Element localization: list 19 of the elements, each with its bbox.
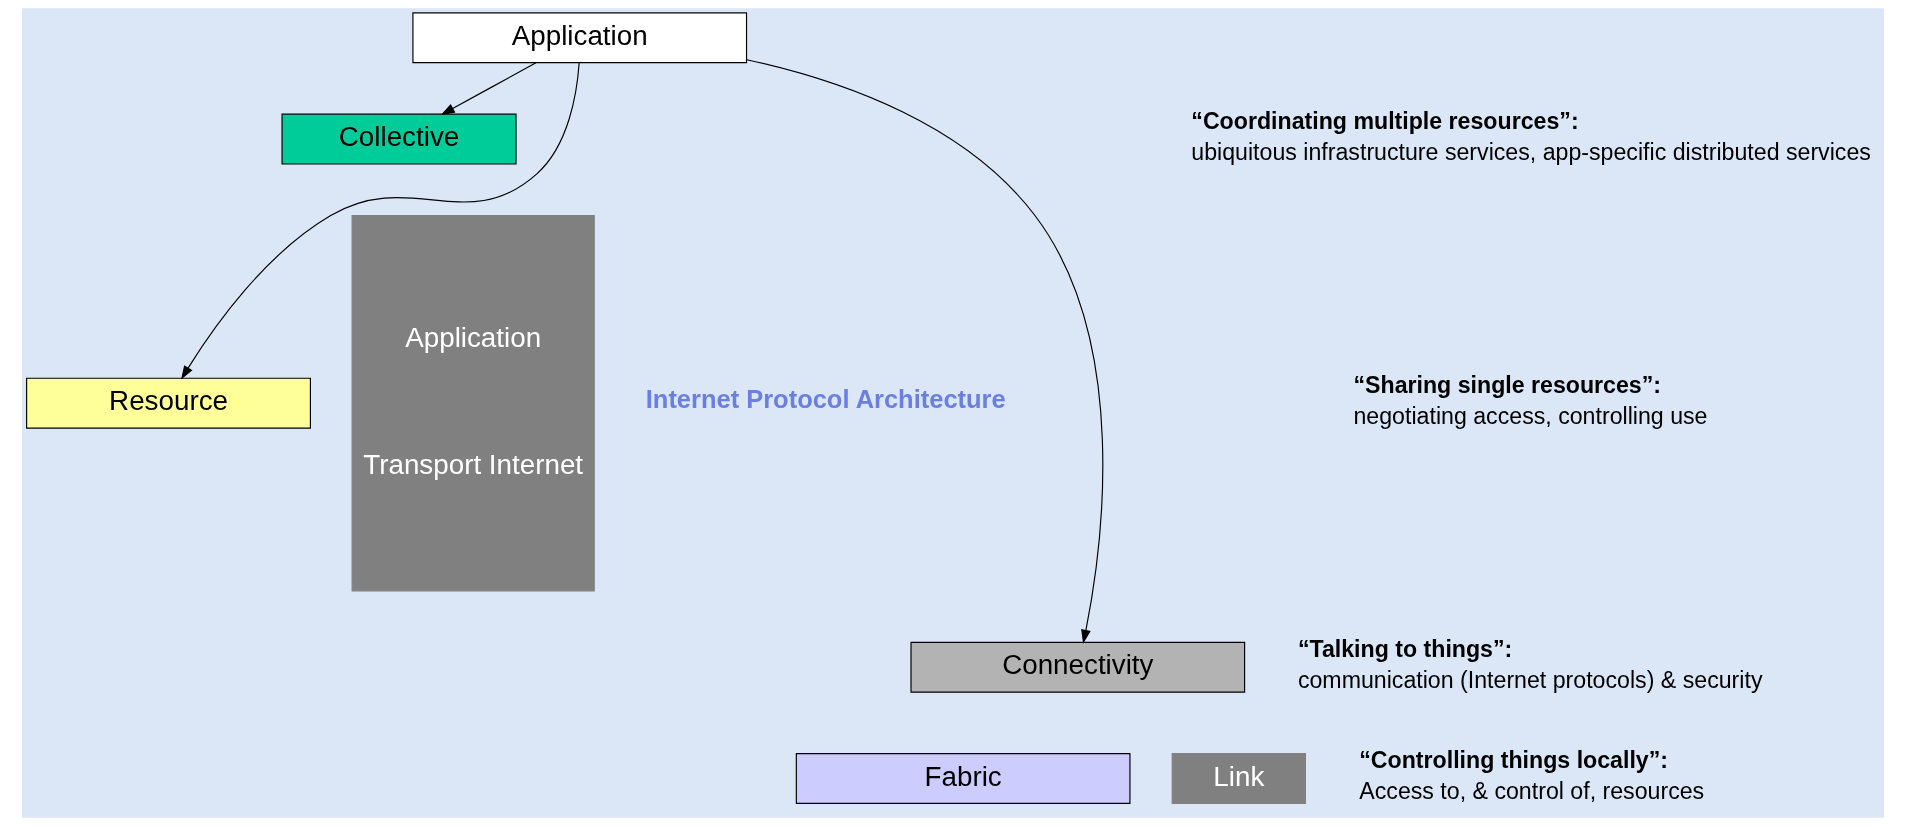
node-box: Application — [412, 12, 748, 64]
arrow — [181, 62, 580, 380]
node-box: Link — [1171, 752, 1306, 804]
label: “Controlling things locally”: — [1359, 747, 1669, 774]
arrow — [440, 62, 537, 115]
label: “Sharing single resources”: — [1353, 371, 1662, 398]
label: “Coordinating multiple resources”: — [1191, 107, 1579, 134]
label: “Talking to things”: — [1297, 635, 1513, 662]
label: negotiating access, controlling use — [1353, 403, 1708, 429]
label: Internet Protocol Architecture — [645, 385, 1006, 414]
label: Access to, & control of, resources — [1359, 778, 1705, 805]
node-box: Resource — [26, 377, 311, 429]
node-box: Fabric — [795, 752, 1131, 804]
node-box: Collective — [281, 113, 517, 165]
node-box: Connectivity — [910, 641, 1246, 693]
label: ubiquitous infrastructure services, app-specific distributed services — [1191, 138, 1871, 165]
arrow — [746, 59, 1104, 644]
label: communication (Internet protocols) & security — [1297, 667, 1763, 694]
node-box: Application Transport Internet — [351, 214, 595, 592]
